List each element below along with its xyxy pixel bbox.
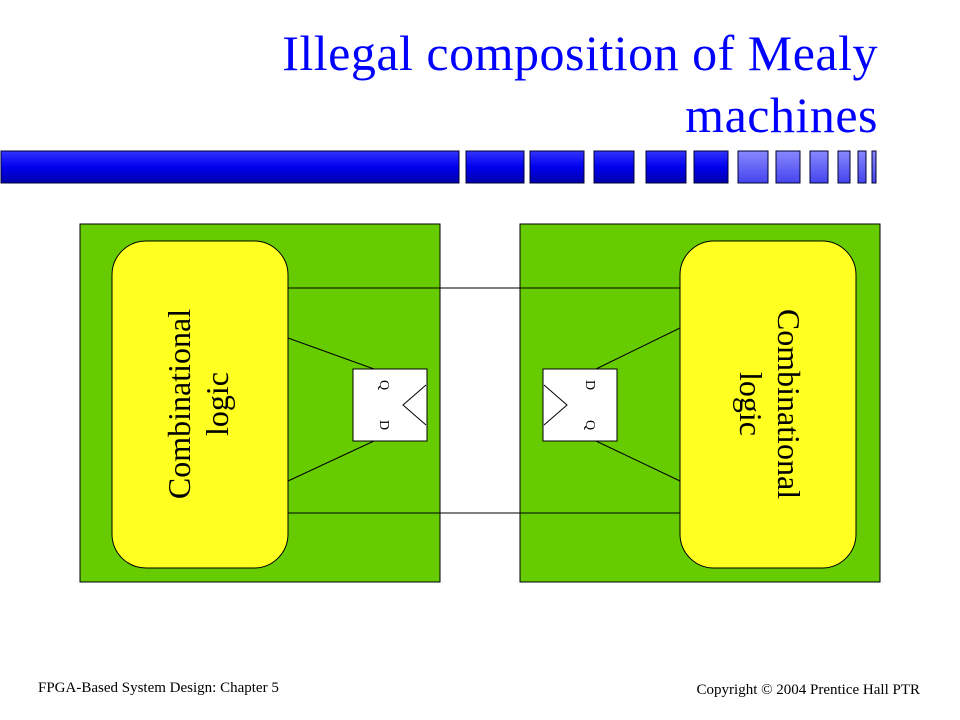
left-ff-d-label: D (376, 420, 391, 430)
left-logic-label-line-2: logic (199, 372, 235, 436)
footer-chapter-text: FPGA-Based System Design: Chapter 5 (38, 680, 279, 696)
right-logic-label-line-1: Combinational (771, 309, 807, 499)
right-ff-q-label: Q (582, 420, 597, 430)
deco-bar-12 (871, 150, 877, 184)
left-wire-logic-to-ff-bottom (287, 440, 375, 482)
deco-bar-3 (529, 150, 585, 184)
right-ff-d-label: D (582, 380, 597, 390)
slide-title: Illegal composition of Mealy machines (98, 22, 878, 146)
left-flip-flop (352, 368, 428, 442)
left-machine: Combinational logic Q D (79, 223, 441, 583)
left-clock-triangle (402, 384, 427, 426)
right-logic-label-line-2: logic (733, 372, 769, 436)
deco-bar-1 (0, 150, 460, 184)
decorative-bar-strip (0, 150, 877, 184)
deco-bar-6 (693, 150, 729, 184)
deco-bar-11 (857, 150, 867, 184)
deco-bar-10 (837, 150, 851, 184)
slide-title-line-1: Illegal composition of Mealy (282, 25, 878, 81)
slide-title-line-2: machines (685, 87, 878, 143)
footer-copyright-text: Copyright © 2004 Prentice Hall PTR (696, 682, 920, 698)
right-clock-triangle (543, 384, 568, 426)
right-machine: Combinational logic D Q (519, 223, 881, 583)
left-logic-label-line-1: Combinational (161, 309, 197, 499)
deco-bar-5 (645, 150, 687, 184)
deco-bar-2 (465, 150, 525, 184)
right-wire-logic-to-ff-top (595, 327, 681, 370)
left-logic-block (111, 240, 289, 569)
deco-bar-4 (593, 150, 635, 184)
deco-bar-7 (737, 150, 769, 184)
deco-bar-8 (775, 150, 801, 184)
left-ff-q-label: Q (376, 380, 391, 390)
right-flip-flop (542, 368, 618, 442)
left-wire-logic-to-ff-top (287, 337, 375, 370)
deco-bar-9 (809, 150, 829, 184)
right-wire-logic-to-ff-bottom (595, 440, 681, 482)
right-logic-block (679, 240, 857, 569)
